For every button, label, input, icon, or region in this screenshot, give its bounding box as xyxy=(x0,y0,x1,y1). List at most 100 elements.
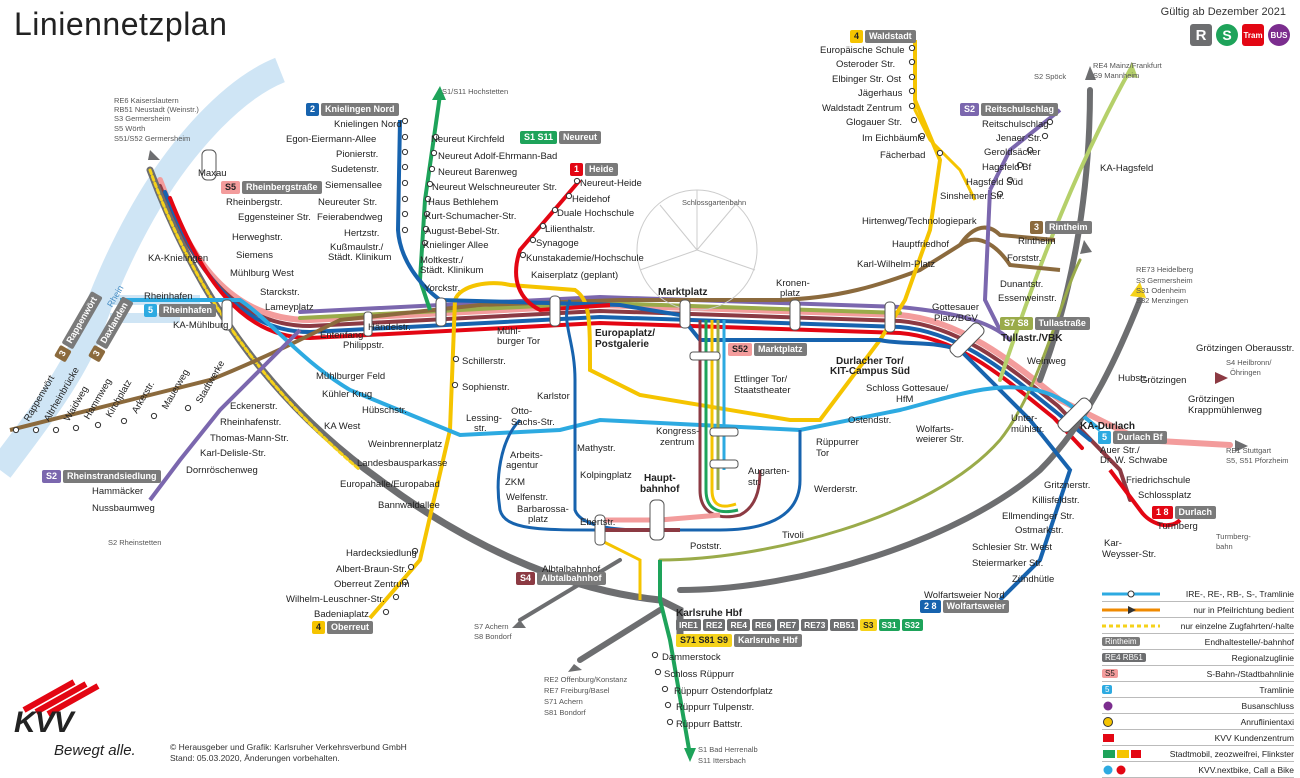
station-label: Schlossplatz xyxy=(1138,490,1192,501)
station-label: Friedrichschule xyxy=(1126,475,1191,486)
legend: IRE-, RE-, RB-, S-, Tramlinie nur in Pfe… xyxy=(1102,586,1294,778)
tram-line-3 xyxy=(9,237,1061,432)
terminus-name: Neureut xyxy=(559,131,602,144)
station-label: Schillerstr. xyxy=(462,356,506,367)
station-label: Wolfarts- xyxy=(916,424,954,435)
legend-row: Anruflinientaxi xyxy=(1102,714,1294,730)
station-label: Sinsheimer Str. xyxy=(940,191,1005,202)
line-number: S52 xyxy=(728,343,753,356)
station-label: Oberreut Zentrum xyxy=(334,579,410,590)
terminus-name: Tullastraße xyxy=(1034,317,1090,330)
station-label: Karl-Wilhelm-Platz xyxy=(857,259,936,270)
station-label: Mühl- xyxy=(497,326,521,337)
station-label: Rüppurr Tulpenstr. xyxy=(676,702,755,713)
station-label: Fächerbad xyxy=(880,150,926,161)
line-number: S4 xyxy=(516,572,536,585)
station-label: Neureut Welschneureuter Str. xyxy=(432,182,557,193)
destination-label: RB51 Neustadt (Weinstr.) xyxy=(114,105,199,114)
station-label: Neureut Kirchfeld xyxy=(431,134,505,145)
line-number: 4 xyxy=(850,30,864,43)
station-label: Bannwaldallee xyxy=(378,500,440,511)
station-label: Essenweinstr. xyxy=(998,293,1057,304)
station-label: Ettlinger Tor/ xyxy=(734,374,788,385)
line-number: 2 xyxy=(306,103,320,116)
destination-label: S8 Bondorf xyxy=(474,632,512,641)
legend-row: IRE-, RE-, RB-, S-, Tramlinie xyxy=(1102,586,1294,602)
station-label: Albert-Braun-Str. xyxy=(336,564,407,575)
regional-train-icon: R xyxy=(1190,24,1212,46)
station-label: Hübschstr. xyxy=(362,405,407,416)
legend-text: nur einzelne Zugfahrten/-halte xyxy=(1180,620,1294,631)
tram-line-3b xyxy=(958,225,1056,247)
station-label: Karlstor xyxy=(537,391,570,402)
station-label: Rheinhafenstr. xyxy=(220,417,282,428)
station-label: Kußmaulstr./ xyxy=(330,242,384,253)
terminus-name: Heide xyxy=(585,163,618,176)
station-label: Heidehof xyxy=(572,194,611,205)
terminus-name: Rheinhafen xyxy=(159,304,217,317)
terminus-name: Rheinbergstraße xyxy=(242,181,322,194)
legend-text: Regionalzuglinie xyxy=(1231,652,1294,663)
station-label: Lameyplatz xyxy=(265,302,314,313)
station-label: Duale Hochschule xyxy=(557,208,635,219)
station-label: Karl-Delisle-Str. xyxy=(200,448,266,459)
station-label: Werderstr. xyxy=(814,484,858,495)
line-number: S2 xyxy=(960,103,980,116)
destination-label: Öhringen xyxy=(1230,368,1261,377)
station-label: Hardecksiedlung xyxy=(346,548,417,559)
station-label: Reitschulschlag xyxy=(982,119,1049,130)
station-label: Knielingen Nord xyxy=(334,119,402,130)
station-label: Feierabendweg xyxy=(317,212,383,223)
station-label: Glogauer Str. xyxy=(846,117,902,128)
station-label: zentrum xyxy=(660,437,695,448)
station-label: ZKM xyxy=(505,477,526,488)
station-label: Zündhütle xyxy=(1012,574,1055,585)
customer-center-icon xyxy=(1102,733,1160,743)
stop-markers xyxy=(201,149,1093,546)
validity-date: Gültig ab Dezember 2021 xyxy=(1160,6,1286,18)
destination-label: S51/S52 Germersheim xyxy=(114,134,191,143)
destination-label: RE73 Heidelberg xyxy=(1136,265,1194,274)
station-label: Landesbausparkasse xyxy=(357,458,448,469)
legend-symbol-tram: 5 xyxy=(1102,685,1160,695)
station-label: Gritznerstr. xyxy=(1044,480,1091,491)
station-label: Welfenstr. xyxy=(506,492,549,503)
station-label: Hammäcker xyxy=(92,486,144,497)
station-label: mühlstr. xyxy=(1011,424,1045,435)
station-label: KA-Mühlburg xyxy=(173,320,229,331)
station-label: Kühler Krug xyxy=(322,389,373,400)
station-label: Kolpingplatz xyxy=(580,470,632,481)
legend-text: KVV Kundenzentrum xyxy=(1214,732,1294,743)
legend-text: Stadtmobil, zeozweifrei, Flinkster xyxy=(1169,748,1294,759)
hbf-line-badge: RB51 xyxy=(830,619,859,631)
destination-label: S3 Germersheim xyxy=(1136,276,1193,285)
legend-tram-sample: 5 xyxy=(1102,685,1113,694)
destination-label: Schlossgartenbahn xyxy=(682,198,747,207)
hbf-line-badge: RE4 xyxy=(727,619,750,631)
legend-row: Stadtmobil, zeozweifrei, Flinkster xyxy=(1102,746,1294,762)
station-label: Grötzingen xyxy=(1140,375,1187,386)
line-number: 1 xyxy=(570,163,584,176)
hbf-line-badge: IRE1 xyxy=(676,619,701,631)
station-label: Haupt- xyxy=(644,473,676,484)
station-label: Grötzingen xyxy=(1188,394,1235,405)
station-label: platz xyxy=(780,288,801,299)
kvv-logo-graphic xyxy=(22,679,100,717)
station-label: KA West xyxy=(324,421,361,432)
station-label: Schloss Gottesaue/ xyxy=(866,383,949,394)
station-label: Wilhelm-Leuschner-Str. xyxy=(286,594,385,605)
kvv-logo-text: KVV xyxy=(14,706,74,739)
destination-label: S11 Ittersbach xyxy=(698,756,746,765)
station-label: Mühlburger Feld xyxy=(316,371,386,382)
station-label: Lilienthalstr. xyxy=(545,224,596,235)
direction-arrows xyxy=(148,62,1248,762)
station-label: Weinweg xyxy=(1027,356,1066,367)
destination-label: S9 Mannheim xyxy=(1093,71,1140,80)
terminus-name: Reitschulschlag xyxy=(981,103,1059,116)
destination-label: RE1 Stuttgart xyxy=(1226,446,1272,455)
hbf-line-badge: RE6 xyxy=(752,619,775,631)
